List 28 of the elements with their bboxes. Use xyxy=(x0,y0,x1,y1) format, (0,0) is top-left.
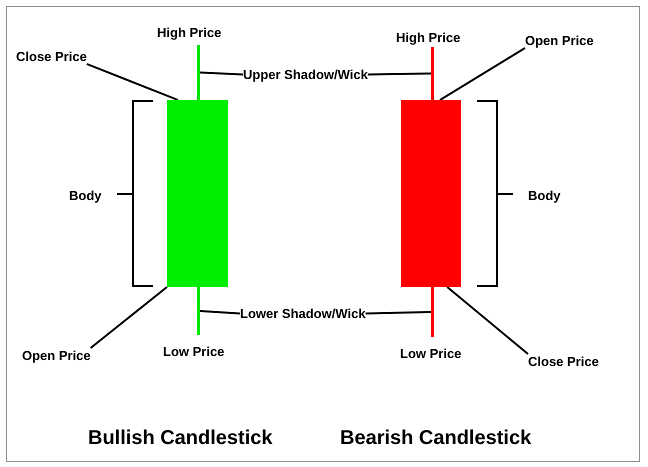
leader-line xyxy=(446,286,529,355)
body-label: Body xyxy=(528,187,560,204)
candlestick-title: Bullish Candlestick xyxy=(88,426,272,450)
leader-line xyxy=(90,286,168,349)
leader-line xyxy=(200,310,240,314)
price-label: Open Price xyxy=(525,33,594,48)
leader-line xyxy=(86,63,178,101)
candlestick-title: Bearish Candlestick xyxy=(340,426,532,450)
candle-wick xyxy=(431,287,434,337)
body-label: Body xyxy=(69,187,102,204)
price-label: Open Price xyxy=(22,348,91,363)
price-label: Close Price xyxy=(16,49,87,64)
candle-body xyxy=(401,100,461,287)
leader-line xyxy=(366,311,432,314)
leader-line xyxy=(200,72,244,76)
candle-body xyxy=(167,100,228,287)
price-label: High Price xyxy=(157,25,222,40)
candle-wick xyxy=(197,287,200,335)
wick-label: Lower Shadow/Wick xyxy=(240,306,366,321)
candle-wick xyxy=(431,47,434,100)
candle-wick xyxy=(197,45,200,100)
price-label: High Price xyxy=(396,30,460,45)
price-label: Close Price xyxy=(528,354,599,369)
leader-line xyxy=(439,47,526,101)
leader-line xyxy=(368,72,432,76)
price-label: Low Price xyxy=(163,344,224,359)
price-label: Low Price xyxy=(400,346,462,361)
wick-label: Upper Shadow/Wick xyxy=(243,67,368,82)
